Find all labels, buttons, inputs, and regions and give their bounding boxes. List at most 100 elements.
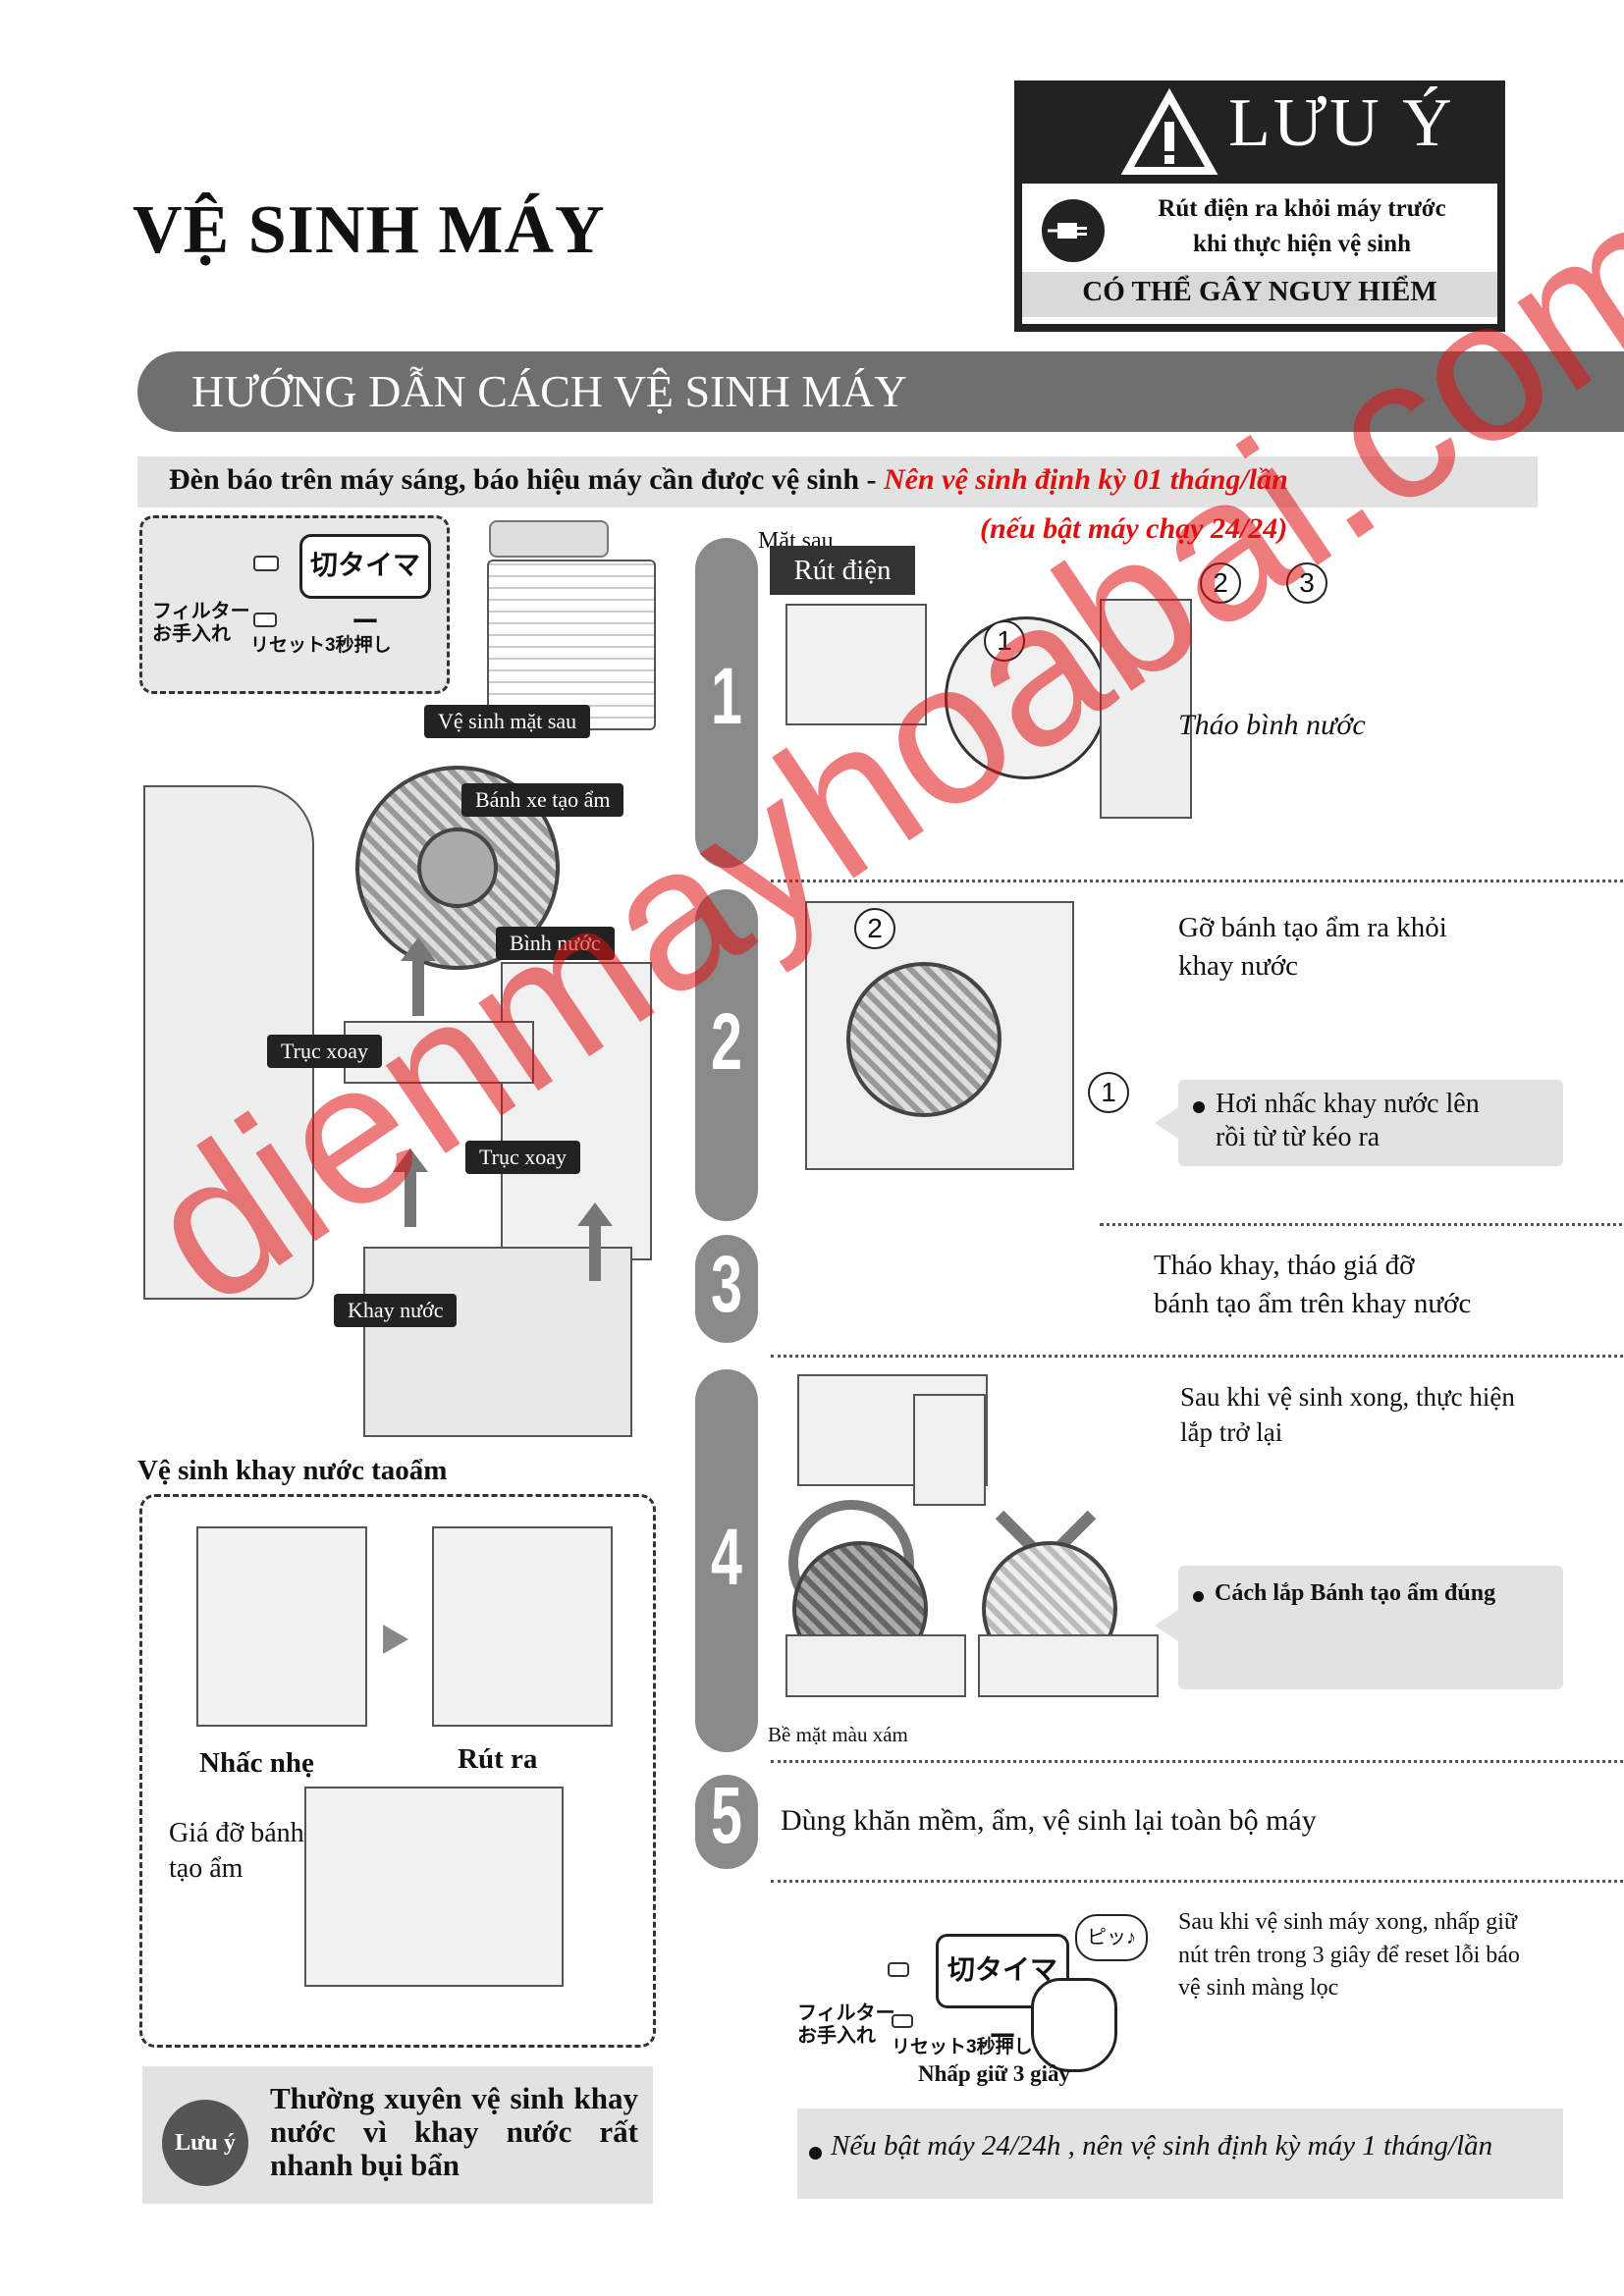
step4-top-illustration-2 [913,1394,986,1506]
step-bar-5 [695,1775,758,1869]
separator [771,1760,1624,1763]
caution-box: LƯU Ý Rút điện ra khỏi máy trước khi thự… [1014,80,1505,332]
reset-filter-label: フィルター お手入れ [797,2002,895,2047]
indicator-lamp [253,556,279,571]
separator [771,880,1624,882]
tray-pull-label: Rút ra [458,1743,538,1775]
label-wheel: Bánh xe tạo ẩm [461,783,624,817]
reset-filter-lamp [892,2014,913,2028]
step-number-5: 5 [711,1771,742,1860]
note-text: Thường xuyên vệ sinh khay nước vì khay n… [270,2081,638,2183]
step2-caption: Gỡ bánh tạo ẩm ra khỏi khay nước [1178,912,1447,983]
step1-c1: 1 [984,620,1025,662]
label-tank: Bình nước [496,927,615,960]
step-bar-1 [695,538,758,868]
step4-tip: Cách lắp Bánh tạo ẩm đúng [1215,1580,1496,1606]
step-number-2: 2 [711,997,742,1087]
step-bar-4 [695,1369,758,1752]
tray-pull-illustration [432,1526,613,1727]
hand-press-icon [1031,1978,1117,2072]
step1-tank-illustration [1100,599,1192,819]
tank-illustration [501,962,652,1260]
step2-c1: 1 [1088,1072,1129,1113]
intro-highlight-2: (nếu bật máy chạy 24/24) [980,512,1288,545]
caution-message-2: khi thực hiện vệ sinh [1192,231,1411,257]
holder-label: Giá đỡ bánh tạo ẩm [169,1818,304,1885]
indicator-panel: 切タイマー フィルター お手入れ リセット3秒押し [139,515,450,694]
separator [771,1355,1624,1358]
step1-c2: 2 [1200,562,1241,604]
filter-label: フィルター お手入れ [152,601,250,645]
step1-unplug-label: Rút điện [770,546,915,595]
up-arrow-icon [577,1202,613,1285]
step-number-1: 1 [711,652,742,741]
step4-wrong-tray [978,1634,1159,1697]
page-title: VỆ SINH MÁY [133,192,606,268]
intro-text-main: Đèn báo trên máy sáng, báo hiệu máy cần … [169,463,884,496]
step4-correct-tray [785,1634,966,1697]
note-box: Lưu ý Thường xuyên vệ sinh khay nước vì … [142,2066,653,2204]
separator [771,1880,1624,1883]
reset-label: リセット3秒押し [250,635,392,656]
label-rear-clean: Vệ sinh mặt sau [424,705,591,738]
step1-caption: Tháo bình nước [1178,709,1366,741]
bullet-icon [1193,1591,1204,1602]
footer-note: Nếu bật máy 24/24h , nên vệ sinh định kỳ… [831,2130,1493,2162]
step-bar-3 [695,1235,758,1343]
reset-instruction: Sau khi vệ sinh máy xong, nhấp giữ nút t… [1178,1909,1520,2002]
tray-press-label: Nhấc nhẹ [199,1747,314,1779]
tray-lift-illustration [196,1526,367,1727]
step-number-3: 3 [711,1240,742,1329]
step4-caption: Sau khi vệ sinh xong, thực hiện lắp trở … [1180,1382,1515,1448]
intro-text: Đèn báo trên máy sáng, báo hiệu máy cần … [169,463,1288,497]
step2-tip-pointer [1155,1107,1178,1139]
tray-illustration [363,1247,632,1437]
wheel-center [417,828,498,908]
section-banner-title: HƯỚNG DẪN CÁCH VỆ SINH MÁY [191,366,907,416]
step2-wheel [846,962,1001,1117]
right-triangle-icon [383,1625,408,1658]
caution-message-1: Rút điện ra khỏi máy trước [1158,195,1446,222]
step2-c2: 2 [854,908,895,949]
intro-highlight: Nên vệ sinh định kỳ 01 tháng/lần [884,463,1288,496]
intro-strip [137,456,1538,507]
bullet-icon [809,2147,822,2160]
step4-surface-label: Bề mặt màu xám [768,1723,908,1746]
machine-top-panel [489,520,609,558]
holder-illustration [304,1787,564,1987]
reset-beep: ピッ♪ [1075,1914,1148,1961]
up-arrow-icon [393,1148,428,1231]
caution-footer: CÓ THỂ GÂY NGUY HIỂM [1082,276,1437,307]
timer-button: 切タイマー [299,534,431,637]
tray-clean-title: Vệ sinh khay nước taoẩm [137,1455,448,1486]
reset-reset-label: リセット3秒押し [892,2037,1033,2057]
section-banner: HƯỚNG DẪN CÁCH VỆ SINH MÁY [137,351,1624,432]
separator [1100,1223,1624,1226]
step2-tip-box [1178,1080,1563,1166]
note-badge: Lưu ý [162,2100,248,2186]
machine-back-illustration [487,560,656,730]
caution-header: LƯU Ý [1228,85,1455,161]
step-number-4: 4 [711,1513,742,1602]
step3-caption: Tháo khay, tháo giá đỡ bánh tạo ẩm trên … [1154,1250,1472,1320]
reset-lamp [888,1962,909,1977]
step2-tip: Hơi nhấc khay nước lên rồi từ từ kéo ra [1216,1089,1480,1152]
label-tray: Khay nước [334,1294,458,1327]
step1-outlet-illustration [785,604,927,725]
unplug-icon [1042,199,1105,262]
caution-body: Rút điện ra khỏi máy trước khi thực hiện… [1022,184,1497,324]
warning-triangle-icon [1120,87,1218,177]
step5-caption: Dùng khăn mềm, ẩm, vệ sinh lại toàn bộ m… [781,1804,1317,1837]
step4-tip-box [1178,1566,1563,1689]
step-bar-2 [695,889,758,1221]
reset-hold-label: Nhấp giữ 3 giây [918,2061,1071,2086]
up-arrow-icon [401,937,436,1020]
footer-note-box [797,2109,1563,2199]
filter-lamp [253,613,277,627]
step4-tip-pointer [1155,1610,1178,1641]
label-axis-2: Trục xoay [465,1141,581,1174]
label-axis-1: Trục xoay [267,1035,383,1068]
tray-clean-panel [139,1494,656,2048]
step1-c3: 3 [1286,562,1327,604]
step1-zoom-circle [945,616,1108,779]
